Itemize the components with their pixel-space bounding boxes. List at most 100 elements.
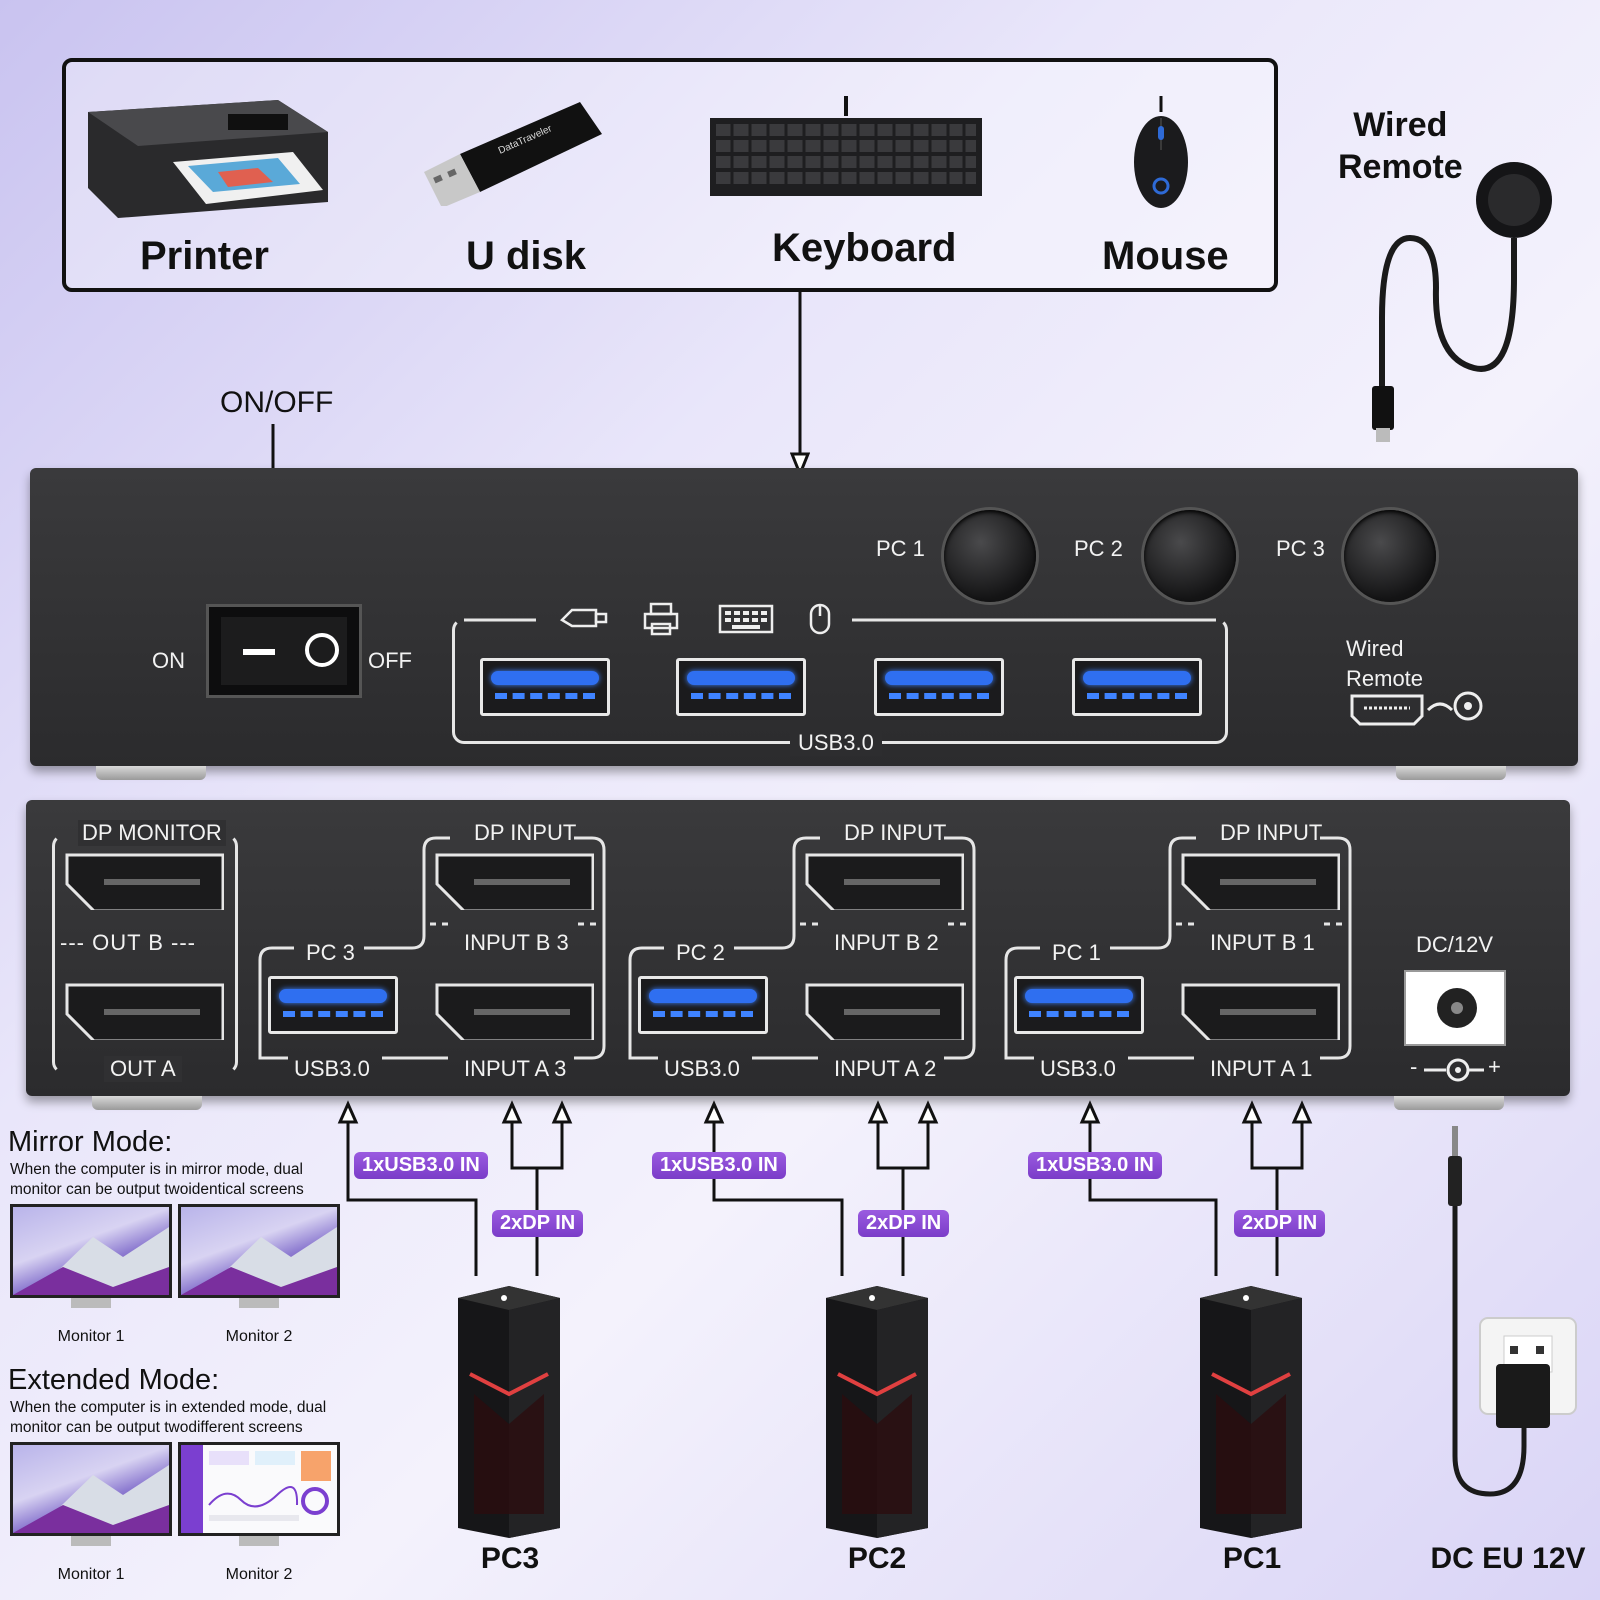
power-supply-label: DC EU 12V (1430, 1542, 1586, 1575)
pc2-input-b-label: INPUT B 2 (834, 930, 939, 955)
front-remote-label: Wired Remote (1346, 636, 1424, 691)
front-foot-right (1396, 766, 1506, 780)
pc3-dp-input-b-port[interactable] (434, 852, 594, 910)
extended-monitor-1-stand (71, 1536, 111, 1546)
keyboard-small-icon (718, 604, 774, 634)
pc3-input-a-label: INPUT A 3 (464, 1056, 567, 1081)
usb-stick-icon (559, 608, 608, 628)
pc2-tower-icon (826, 1286, 928, 1538)
pc1-dp-input-title: DP INPUT (1220, 820, 1323, 845)
pc1-dp-input-b-port[interactable] (1180, 852, 1340, 910)
pc3-dp-input-a-port[interactable] (434, 982, 594, 1040)
extended-monitor-1 (10, 1442, 172, 1536)
mirror-monitor-1-label: Monitor 1 (57, 1328, 125, 1345)
pc2-group-frame (628, 836, 976, 1060)
pc2-input-a-label: INPUT A 2 (834, 1056, 937, 1081)
pc1-dp-input-a-port[interactable] (1180, 982, 1340, 1040)
mouse-small-icon (809, 603, 831, 635)
pc1-button-label: PC 1 (876, 536, 925, 561)
extended-mode-desc: When the computer is in extended mode, d… (10, 1399, 327, 1436)
pc3-label: PC3 (480, 1542, 540, 1575)
pc2-dp-input-title: DP INPUT (844, 820, 947, 845)
pc3-input-b-label: INPUT B 3 (464, 930, 569, 955)
monitor-group-frame (52, 834, 238, 1074)
pc3-dp-tag: 2xDP IN (492, 1210, 584, 1237)
wired-remote-icon (1372, 162, 1552, 442)
mirror-mode-desc: When the computer is in mirror mode, dua… (10, 1161, 304, 1198)
pc1-select-button[interactable] (944, 510, 1036, 602)
power-off-label: OFF (368, 648, 412, 673)
mirror-mode-title: Mirror Mode: (8, 1126, 173, 1158)
dp-out-a-label: OUT A (104, 1056, 182, 1082)
remote-port[interactable] (1350, 690, 1486, 730)
dp-out-b-port[interactable] (64, 852, 224, 910)
pc2-usb-tag: 1xUSB3.0 IN (652, 1152, 786, 1179)
mirror-monitor-2-label: Monitor 2 (225, 1328, 293, 1345)
extended-monitor-2-stand (239, 1536, 279, 1546)
back-foot-right (1394, 1096, 1504, 1110)
monitor-group-title: DP MONITOR (78, 820, 226, 846)
pc2-button-label: PC 2 (1074, 536, 1123, 561)
front-foot-left (96, 766, 206, 780)
pc1-dp-tag: 2xDP IN (1234, 1210, 1326, 1237)
extended-monitor-2-label: Monitor 2 (225, 1566, 293, 1583)
extended-monitor-1-label: Monitor 1 (57, 1566, 125, 1583)
power-switch[interactable] (206, 604, 362, 698)
pc1-input-a-label: INPUT A 1 (1210, 1056, 1313, 1081)
pc2-select-button[interactable] (1144, 510, 1236, 602)
mirror-monitor-2-stand (239, 1298, 279, 1308)
back-foot-left (92, 1096, 202, 1110)
pc2-group-pc-label: PC 2 (676, 940, 725, 965)
pc3-dp-input-title: DP INPUT (474, 820, 577, 845)
udisk-label: U disk (466, 234, 587, 278)
peripheral-arrow (790, 292, 810, 478)
front-usb-port-2[interactable] (676, 658, 806, 716)
pc3-usb-label: USB3.0 (294, 1056, 370, 1081)
pc3-button-label: PC 3 (1276, 536, 1325, 561)
pc1-group-pc-label: PC 1 (1052, 940, 1101, 965)
pc1-label: PC1 (1222, 1542, 1282, 1575)
pc2-dp-input-b-port[interactable] (804, 852, 964, 910)
onoff-title: ON/OFF (220, 386, 334, 419)
pc2-usb-upstream-port[interactable] (638, 976, 768, 1034)
pc3-group-frame (258, 836, 606, 1060)
pc1-input-b-label: INPUT B 1 (1210, 930, 1315, 955)
dc-label: DC/12V (1416, 932, 1494, 957)
printer-icon (88, 100, 328, 218)
printer-label: Printer (140, 234, 269, 278)
front-usb-port-1[interactable] (480, 658, 610, 716)
extended-mode-title: Extended Mode: (8, 1364, 220, 1396)
printer-small-icon (643, 602, 679, 636)
wired-remote-title: Wired Remote (1338, 106, 1463, 186)
pc3-usb-upstream-port[interactable] (268, 976, 398, 1034)
mirror-monitor-2 (178, 1204, 340, 1298)
pc3-tower-icon (458, 1286, 560, 1538)
pc1-usb-tag: 1xUSB3.0 IN (1028, 1152, 1162, 1179)
pc3-select-button[interactable] (1344, 510, 1436, 602)
extended-monitor-2 (178, 1442, 340, 1536)
mouse-icon (1134, 96, 1188, 208)
pc1-group-frame (1004, 836, 1352, 1060)
pc3-usb-tag: 1xUSB3.0 IN (354, 1152, 488, 1179)
pc1-tower-icon (1200, 1286, 1302, 1538)
power-on-label: ON (152, 648, 185, 673)
dp-out-a-port[interactable] (64, 982, 224, 1040)
dp-out-b-label: --- OUT B --- (60, 930, 197, 955)
power-adapter-icon (1448, 1126, 1577, 1497)
pc3-group-pc-label: PC 3 (306, 940, 355, 965)
pc2-dp-input-a-port[interactable] (804, 982, 964, 1040)
pc1-usb-label: USB3.0 (1040, 1056, 1116, 1081)
front-usb-port-3[interactable] (874, 658, 1004, 716)
mouse-label: Mouse (1102, 234, 1229, 278)
usb-disk-icon: DataTraveler (424, 102, 602, 206)
pc2-dp-tag: 2xDP IN (858, 1210, 950, 1237)
pc2-usb-label: USB3.0 (664, 1056, 740, 1081)
mirror-monitor-1 (10, 1204, 172, 1298)
pc1-usb-upstream-port[interactable] (1014, 976, 1144, 1034)
dc-jack[interactable] (1404, 970, 1506, 1046)
pc2-label: PC2 (847, 1542, 907, 1575)
front-usb-port-4[interactable] (1072, 658, 1202, 716)
keyboard-label: Keyboard (772, 226, 957, 270)
front-usb-label: USB3.0 (790, 730, 882, 756)
front-usb-frame-top (464, 618, 1216, 622)
